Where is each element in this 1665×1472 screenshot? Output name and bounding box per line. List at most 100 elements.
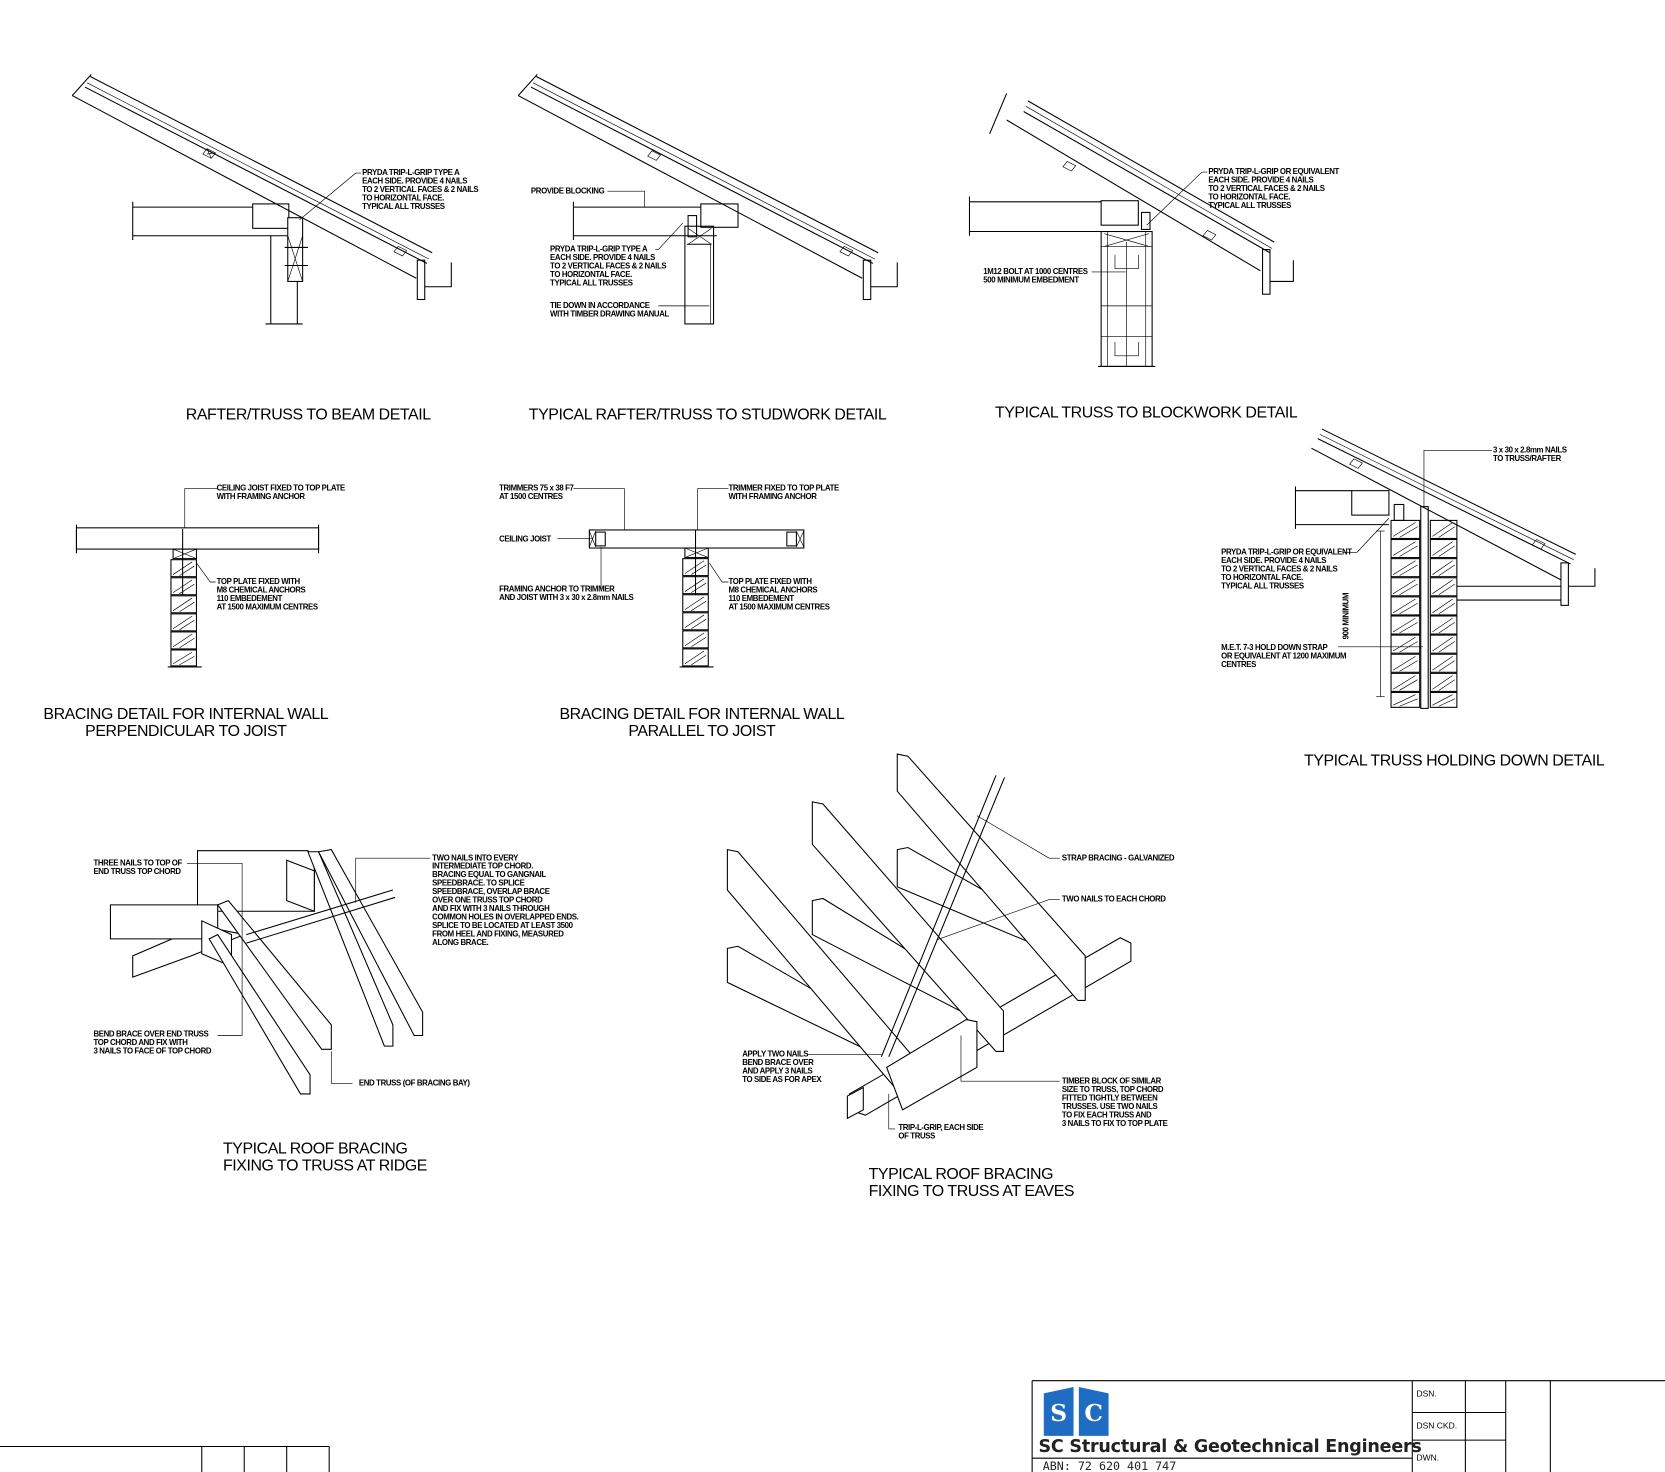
note-line: COMMON HOLES IN OVERLAPPED ENDS. bbox=[432, 913, 578, 922]
note-line: 3 NAILS TO FIX TO TOP PLATE bbox=[1062, 1119, 1168, 1128]
note-line: OVER ONE TRUSS TOP CHORD bbox=[432, 896, 543, 905]
masonry-block bbox=[682, 594, 709, 613]
hatch bbox=[1432, 579, 1455, 596]
detail-title: PARALLEL TO JOIST bbox=[628, 723, 776, 740]
masonry-block bbox=[1390, 691, 1421, 708]
note-strap-bracing: STRAP BRACING - GALVANIZED bbox=[1062, 853, 1175, 862]
masonry-block bbox=[1429, 519, 1458, 539]
masonry-block bbox=[1429, 672, 1458, 692]
hatch bbox=[684, 632, 707, 648]
note-line: SPEEDBRACE. TO SPLICE bbox=[432, 879, 524, 888]
note-line: TO HORIZONTAL FACE. bbox=[362, 194, 444, 203]
masonry-block bbox=[1390, 577, 1421, 597]
note-line: TO SIDE AS FOR APEX bbox=[742, 1075, 822, 1084]
note-line: FRAMING ANCHOR TO TRIMMER bbox=[499, 585, 615, 594]
hatch bbox=[172, 633, 195, 649]
note-line: TO 2 VERTICAL FACES & 2 NAILS bbox=[1208, 184, 1324, 193]
note-ceiling-joist: CEILING JOIST bbox=[499, 535, 552, 544]
company-abn: ABN: 72 620 401 747 bbox=[1043, 1459, 1177, 1472]
note-line: EACH SIDE. PROVIDE 4 NAILS bbox=[1208, 176, 1313, 185]
note-line: CEILING JOIST FIXED TO TOP PLATE bbox=[217, 484, 345, 493]
masonry-block bbox=[1390, 538, 1421, 559]
note-line: TO 2 VERTICAL FACES & 2 NAILS bbox=[550, 262, 666, 271]
masonry-block bbox=[682, 648, 709, 667]
note-line: APPLY TWO NAILS bbox=[742, 1050, 808, 1059]
masonry-block bbox=[1390, 653, 1421, 673]
masonry-block bbox=[1429, 691, 1458, 708]
note-line: EACH SIDE. PROVIDE 4 NAILS bbox=[362, 177, 467, 186]
note-line: SIZE TO TRUSS, TOP CHORD bbox=[1062, 1085, 1164, 1094]
note-line: 110 EMBEDEMENT bbox=[728, 594, 794, 603]
note-line: STRAP BRACING - GALVANIZED bbox=[1062, 853, 1175, 862]
masonry-block bbox=[1429, 596, 1458, 616]
logo-s-block bbox=[1043, 1387, 1074, 1436]
note-line: M8 CHEMICAL ANCHORS bbox=[217, 586, 306, 595]
masonry-block bbox=[682, 612, 709, 631]
note-line: FITTED TIGHTLY BETWEEN bbox=[1062, 1093, 1158, 1102]
masonry-block bbox=[1429, 653, 1458, 673]
note-line: TRIP-L-GRIP, EACH SIDE bbox=[898, 1123, 983, 1132]
dimension-900-minimum: 900 MINIMUM bbox=[1342, 592, 1351, 639]
masonry-block bbox=[1429, 634, 1458, 654]
hatch bbox=[684, 650, 707, 666]
svg-text:S: S bbox=[1050, 1399, 1067, 1427]
hatch bbox=[684, 596, 707, 611]
detail-title: TYPICAL ROOF BRACING bbox=[869, 1166, 1054, 1183]
note-line: TYPICAL ALL TRUSSES bbox=[362, 202, 445, 211]
detail-title: FIXING TO TRUSS AT EAVES bbox=[869, 1183, 1074, 1200]
hatch bbox=[1392, 656, 1418, 672]
note-line: TO 2 VERTICAL FACES & 2 NAILS bbox=[1221, 564, 1337, 573]
note-line: AND APPLY 3 NAILS bbox=[742, 1067, 812, 1076]
note-line: TWO NAILS TO EACH CHORD bbox=[1062, 895, 1166, 904]
detail-title: BRACING DETAIL FOR INTERNAL WALL bbox=[43, 706, 328, 723]
hatch bbox=[684, 614, 707, 630]
note-line: SPEEDBRACE, OVERLAP BRACE bbox=[432, 887, 550, 896]
detail-title: TYPICAL ROOF BRACING bbox=[223, 1140, 408, 1157]
detail-title: TYPICAL TRUSS TO BLOCKWORK DETAIL bbox=[995, 404, 1298, 421]
note-line: SPLICE TO BE LOCATED AT LEAST 3500 bbox=[432, 921, 573, 930]
masonry-block bbox=[1429, 615, 1458, 635]
note-line: INTERMEDIATE TOP CHORD. bbox=[432, 862, 533, 871]
note-line: BRACING EQUAL TO GANGNAIL bbox=[432, 870, 546, 879]
note-line: AND JOIST WITH 3 x 30 x 2.8mm NAILS bbox=[499, 593, 633, 602]
detail-rafter-to-studwork: PROVIDE BLOCKING PRYDA TRIP-L-GRIP TYPE … bbox=[517, 73, 898, 424]
note-line: TOP PLATE FIXED WITH bbox=[217, 577, 301, 586]
note-line: ALONG BRACE. bbox=[432, 938, 488, 947]
masonry-block bbox=[1429, 538, 1458, 559]
note-line: TRIMMER FIXED TO TOP PLATE bbox=[728, 484, 839, 493]
note-line: PRYDA TRIP-L-GRIP TYPE A bbox=[362, 168, 460, 177]
note-line: PRYDA TRIP-L-GRIP OR EQUIVALENT bbox=[1221, 547, 1352, 556]
hatch bbox=[172, 561, 195, 576]
hatch bbox=[1392, 579, 1418, 596]
row-label-dsn: DSN. bbox=[1417, 1389, 1437, 1399]
hatch bbox=[1432, 656, 1455, 672]
company-name: SC Structural & Geotechnical Engineers bbox=[1039, 1437, 1422, 1457]
note-line: TO HORIZONTAL FACE. bbox=[1221, 573, 1303, 582]
note-line: M.E.T. 7-3 HOLD DOWN STRAP bbox=[1221, 643, 1327, 652]
company-logo: S C bbox=[1043, 1387, 1109, 1436]
note-line: TYPICAL ALL TRUSSES bbox=[550, 279, 633, 288]
hatch bbox=[1432, 675, 1455, 691]
note-two-nails-each-chord: TWO NAILS TO EACH CHORD bbox=[1062, 895, 1167, 904]
note-line: AND FIX WITH 3 NAILS THROUGH bbox=[432, 904, 550, 913]
hatch bbox=[172, 579, 195, 594]
note-line: TO FIX EACH TRUSS AND bbox=[1062, 1110, 1152, 1119]
hatch bbox=[1432, 636, 1455, 653]
masonry-block bbox=[682, 630, 709, 649]
hatch bbox=[1392, 675, 1418, 691]
masonry-block bbox=[1429, 577, 1458, 597]
